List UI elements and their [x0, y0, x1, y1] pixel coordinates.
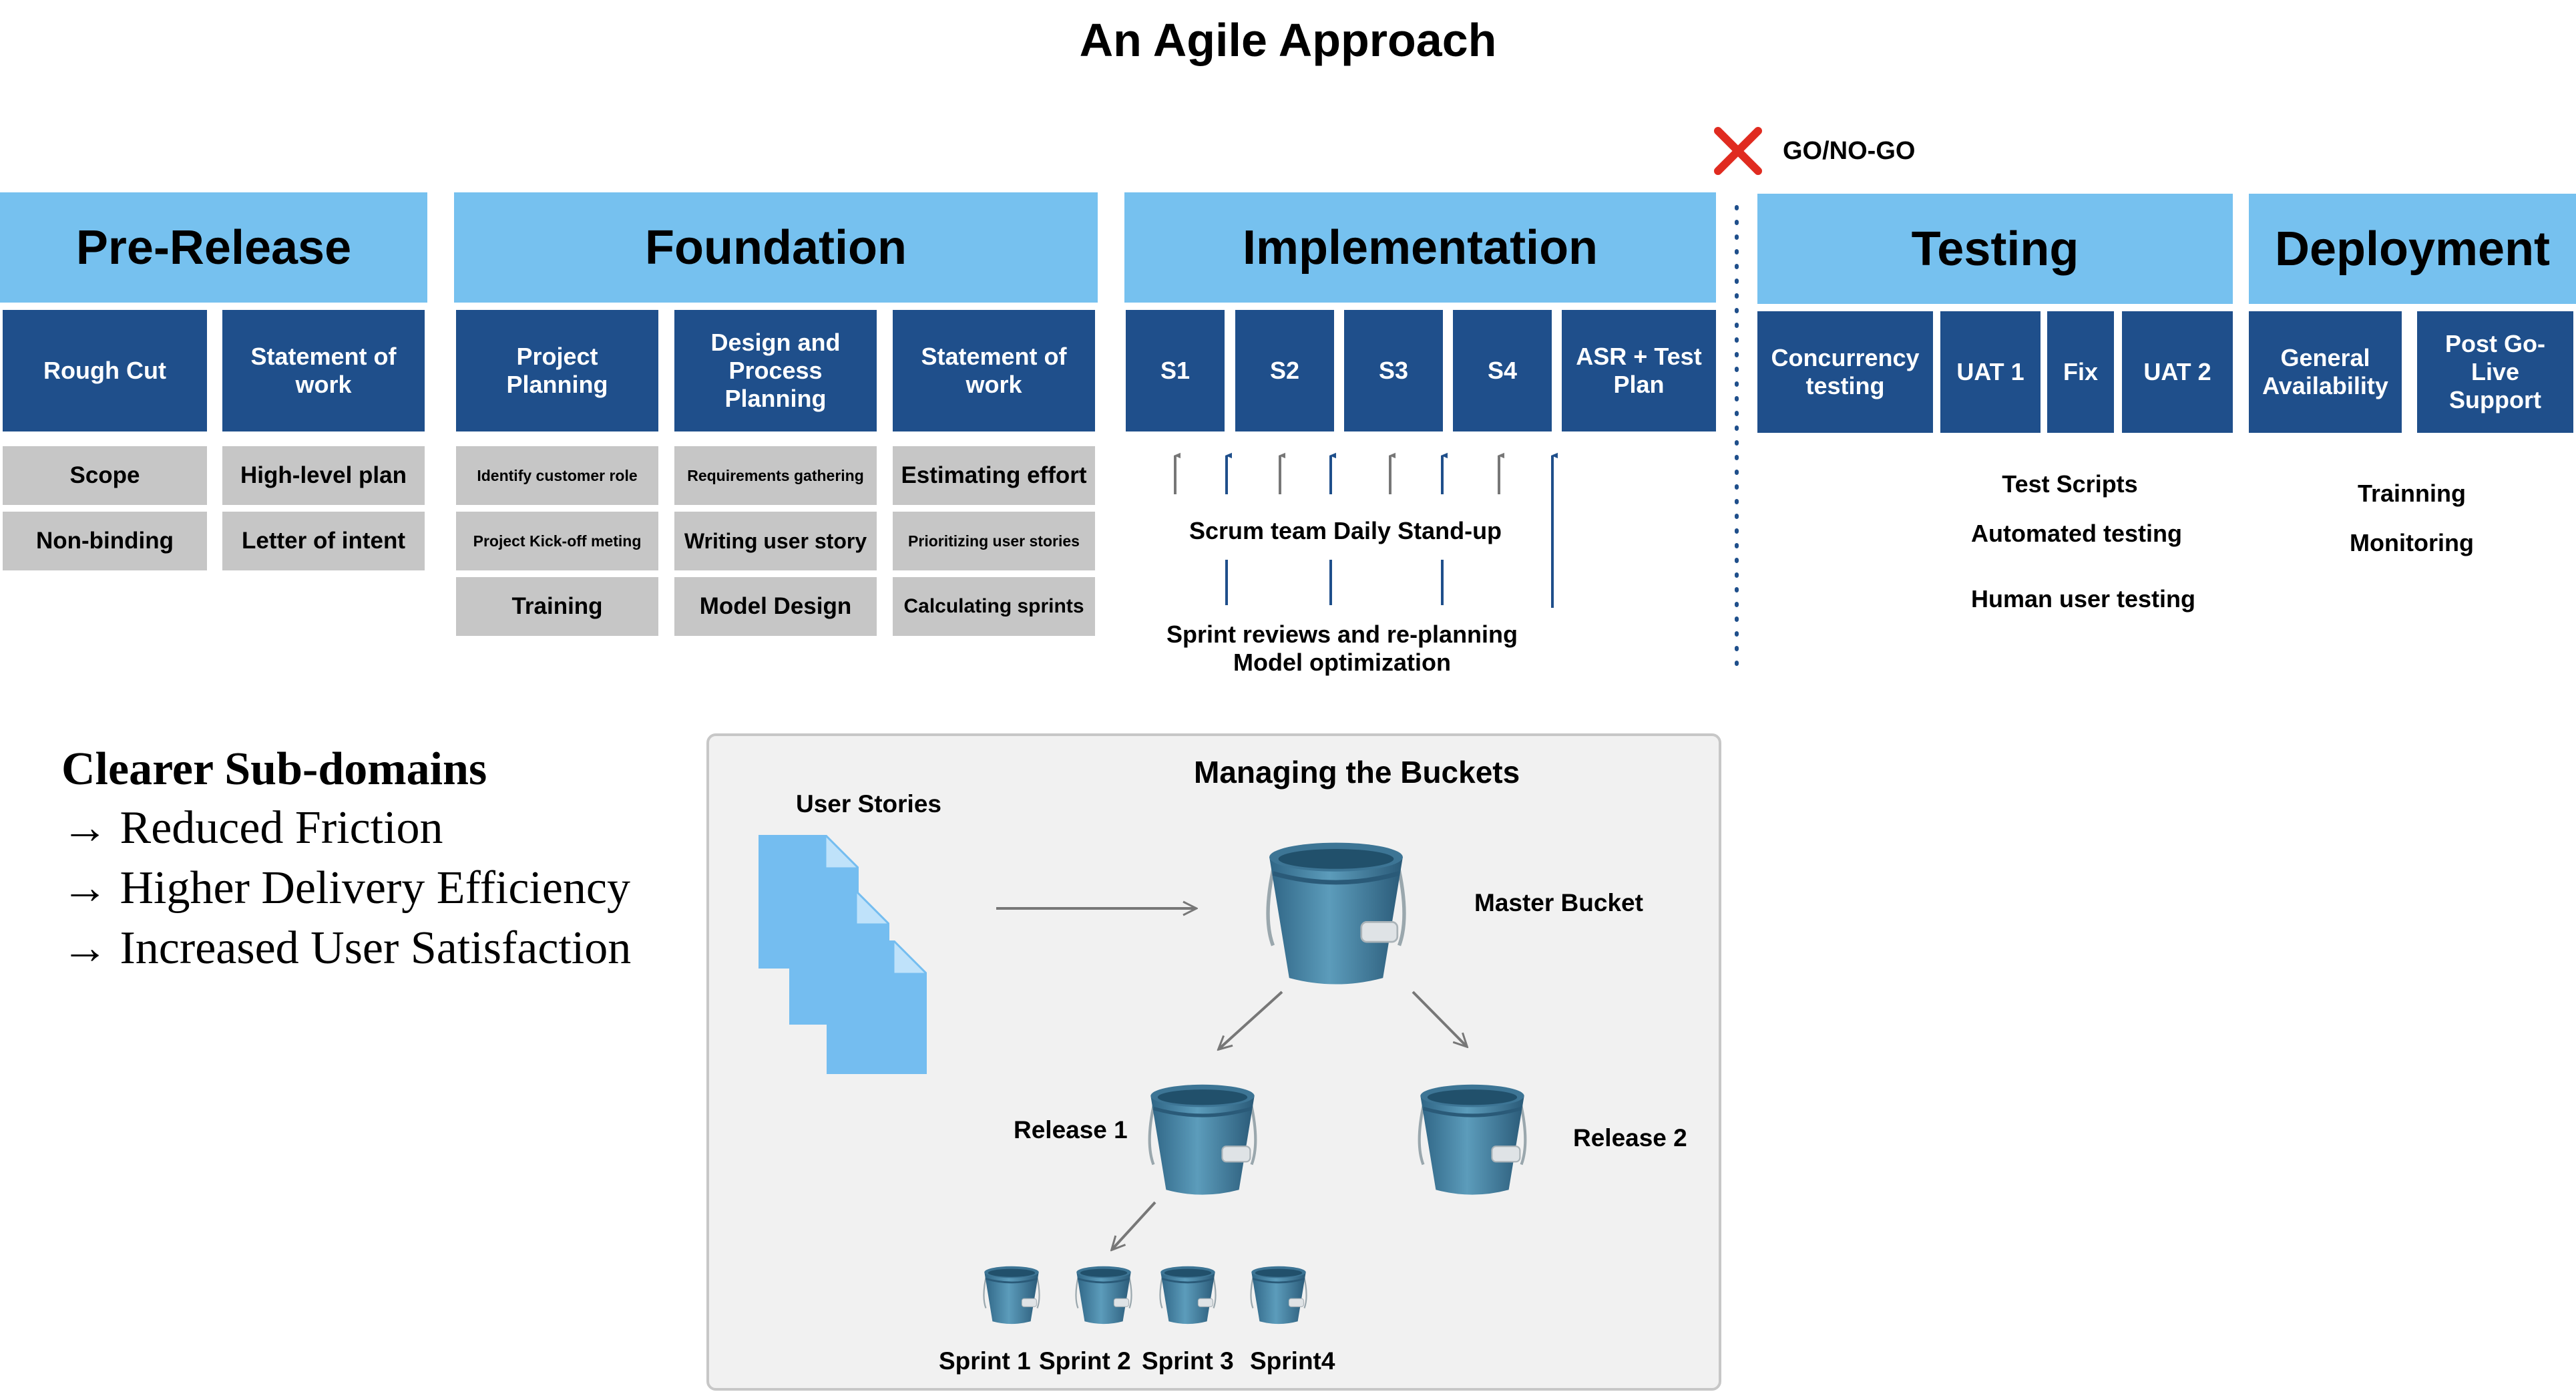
phase-foundation: Foundation [454, 192, 1098, 303]
claim-reduced-friction: → Reduced Friction [61, 802, 443, 854]
step-uat-1: UAT 1 [1940, 311, 2041, 433]
deployment-note-monitoring: Monitoring [2350, 529, 2474, 556]
release-2-bucket-icon [1402, 1059, 1542, 1200]
sprint-1-label: Sprint 1 [939, 1347, 1031, 1375]
step-rough-cut: Rough Cut [3, 310, 207, 431]
claims-heading: Clearer Sub-domains [61, 743, 487, 795]
subitem-calculating-sprints: Calculating sprints [893, 577, 1095, 636]
sprint-3-label: Sprint 3 [1142, 1347, 1234, 1375]
step-s3: S3 [1344, 310, 1443, 431]
claim-delivery-efficiency: → Higher Delivery Efficiency [61, 862, 630, 914]
subitem-letter-of-intent: Letter of intent [222, 512, 425, 570]
subitem-requirements-gathering: Requirements gathering [674, 446, 877, 505]
user-stories-docs-icon [759, 835, 927, 1074]
master-bucket-label: Master Bucket [1474, 889, 1643, 916]
step-uat-2: UAT 2 [2122, 311, 2233, 433]
subitem-estimating-effort: Estimating effort [893, 446, 1095, 505]
subitem-model-design: Model Design [674, 577, 877, 636]
subitem-prioritizing-user-stories: Prioritizing user stories [893, 512, 1095, 570]
master-bucket-icon [1246, 800, 1426, 1001]
step-s2: S2 [1235, 310, 1334, 431]
release-2-label: Release 2 [1573, 1124, 1687, 1152]
sprint-2-bucket-icon [1075, 1265, 1132, 1325]
x-mark-icon [1714, 127, 1762, 175]
step-s4: S4 [1453, 310, 1552, 431]
bucket-arrows [996, 802, 1723, 1389]
testing-note-human: Human user testing [1970, 585, 2196, 613]
release-1-bucket-icon [1132, 1059, 1273, 1200]
sprint-4-label: Sprint4 [1250, 1347, 1335, 1375]
page-title: An Agile Approach [1079, 14, 1497, 66]
sprint-3-bucket-icon [1159, 1265, 1217, 1325]
subitem-scope: Scope [3, 446, 207, 505]
subitem-identify-customer-role: Identify customer role [456, 446, 658, 505]
testing-note-test-scripts: Test Scripts [2002, 470, 2138, 498]
user-stories-label: User Stories [796, 790, 941, 818]
gonogo-divider [1735, 205, 1739, 670]
deployment-note-training: Trainning [2358, 480, 2466, 507]
subitem-high-level-plan: High-level plan [222, 446, 425, 505]
phase-testing: Testing [1757, 194, 2233, 304]
model-optimization-label: Model optimization [1233, 649, 1451, 676]
phase-pre-release: Pre-Release [0, 192, 427, 303]
step-s1: S1 [1126, 310, 1225, 431]
sprint-1-bucket-icon [983, 1265, 1040, 1325]
claim-user-satisfaction: → Increased User Satisfaction [61, 922, 632, 974]
subitem-training: Training [456, 577, 658, 636]
subitem-project-kickoff: Project Kick-off meting [456, 512, 658, 570]
testing-note-automated: Automated testing [1970, 520, 2182, 547]
gonogo-label: GO/NO-GO [1783, 137, 1916, 165]
sprint-2-label: Sprint 2 [1039, 1347, 1131, 1375]
implementation-arrows [1174, 441, 1576, 608]
sprint-4-bucket-icon [1250, 1265, 1307, 1325]
sprint-reviews-label: Sprint reviews and re-planning [1166, 621, 1518, 648]
step-fix: Fix [2047, 311, 2114, 433]
daily-standup-label: Scrum team Daily Stand-up [1189, 517, 1502, 544]
subitem-non-binding: Non-binding [3, 512, 207, 570]
buckets-title: Managing the Buckets [1194, 755, 1520, 790]
phase-deployment: Deployment [2249, 194, 2576, 304]
phase-implementation: Implementation [1124, 192, 1716, 303]
subitem-writing-user-story: Writing user story [674, 512, 877, 570]
release-1-label: Release 1 [1014, 1116, 1128, 1144]
